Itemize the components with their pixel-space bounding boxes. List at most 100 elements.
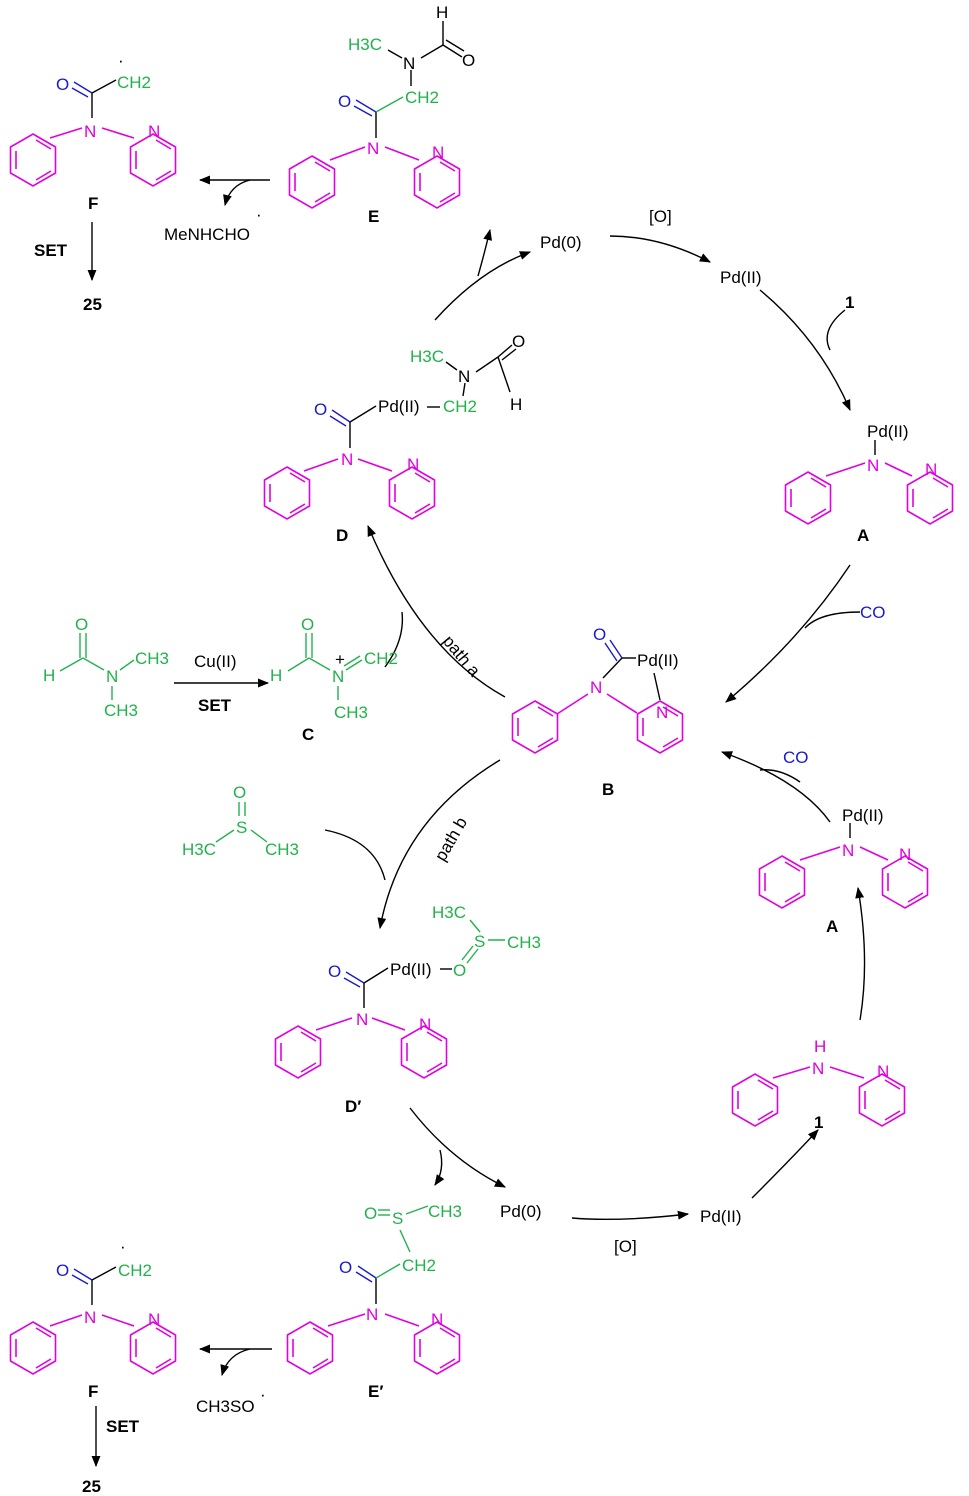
atom-CH3: CH3 [428,1202,462,1221]
atom-H: H [814,1037,826,1056]
atom-O: O [339,1258,352,1277]
atom-O: O [338,92,351,111]
atom-O: O [453,961,466,980]
structure-A-bottom: N N Pd(II) A [758,806,929,936]
atom-N: N [867,456,879,475]
atom-PdII: Pd(II) [842,806,884,825]
atom-H: H [43,666,55,685]
atom-N: N [403,54,415,73]
label-B: B [602,780,614,799]
atom-O: O [462,51,475,70]
label-E-prime: E′ [368,1382,383,1401]
atom-N: N [458,367,470,386]
radical-dot: · [260,1385,266,1404]
atom-O: O [593,625,606,644]
label-1-bottom: 1 [814,1113,823,1132]
structure-DMF: O H N CH3 CH3 [43,615,169,720]
atom-O: O [75,615,88,634]
label-25-bottom: 25 [82,1477,101,1496]
label-1: 1 [845,293,854,312]
atom-O: O [233,783,246,802]
atom-N: N [84,1308,96,1327]
atom-CH3: CH3 [334,703,368,722]
label-25: 25 [83,295,102,314]
reagent-menhcho: MeNHCHO [164,225,250,244]
atom-N: N [812,1059,824,1078]
atom-H3C: H3C [182,840,216,859]
label-F-bottom: F [88,1382,98,1401]
label-C: C [302,725,314,744]
label-SET-c: SET [198,696,232,715]
atom-CH2: CH2 [402,1256,436,1275]
label-SET-bottom: SET [106,1417,140,1436]
structure-D: N N O Pd(II) CH2 N H3C O H D [263,332,525,545]
atom-N: N [877,1062,889,1081]
reagent-ch3so: CH3SO [196,1397,255,1416]
label-D-prime: D′ [345,1097,361,1116]
radical-dot: · [118,51,124,70]
atom-O: O [364,1204,377,1223]
label-A-bottom: A [826,917,838,936]
atom-CH2: CH2 [117,73,151,92]
pd2-bottom: Pd(II) [700,1207,742,1226]
atom-N: N [356,1010,368,1029]
atom-H3C: H3C [432,903,466,922]
atom-N: N [84,122,96,141]
atom-CH2: CH2 [405,88,439,107]
atom-PdII: Pd(II) [378,397,420,416]
structure-F-bottom: N N O CH2 · F SET 25 [9,1237,177,1496]
reagent-co-bottom: CO [783,748,809,767]
pd2-top: Pd(II) [720,268,762,287]
structure-B: N N O Pd(II) B [511,625,684,799]
atom-N: N [432,143,444,162]
structure-1: N H N [731,1037,906,1127]
atom-N: N [341,450,353,469]
atom-CH3: CH3 [135,649,169,668]
atom-O: O [512,332,525,351]
atom-H: H [270,666,282,685]
atom-CH3: CH3 [265,840,299,859]
atom-CH3: CH3 [507,933,541,952]
atom-N: N [899,845,911,864]
atom-N: N [332,667,344,686]
atom-N: N [106,667,118,686]
label-D: D [336,526,348,545]
atom-N: N [431,1310,443,1329]
atom-CH3: CH3 [104,701,138,720]
label-F: F [88,194,98,213]
structure-DMSO: O S H3C CH3 [182,783,299,859]
label-path-b: path b [431,814,471,864]
label-SET: SET [34,241,68,260]
atom-N: N [407,455,419,474]
atom-PdII: Pd(II) [637,651,679,670]
structure-E: N N O CH2 N H3C O H E [288,3,475,226]
atom-N: N [842,841,854,860]
pd0-top: Pd(0) [540,233,582,252]
atom-S: S [474,932,485,951]
atom-H: H [436,3,448,22]
pd0-bottom: Pd(0) [500,1202,542,1221]
atom-N: N [656,703,668,722]
structure-A-top: N N Pd(II) A [784,422,954,545]
atom-PdII: Pd(II) [867,422,909,441]
radical-dot: · [120,1237,126,1256]
radical-dot: · [256,205,262,224]
atom-H3C: H3C [348,35,382,54]
atom-O: O [314,400,327,419]
oxidant-top: [O] [649,207,672,226]
label-E: E [368,207,379,226]
atom-N: N [367,139,379,158]
atom-N: N [590,678,602,697]
atom-O: O [56,75,69,94]
atom-CH2: CH2 [443,397,477,416]
label-A: A [857,526,869,545]
atom-N: N [148,122,160,141]
atom-CH2: CH2 [364,649,398,668]
atom-N: N [419,1015,431,1034]
charge-plus: + [335,650,345,669]
atom-H: H [510,395,522,414]
atom-O: O [301,615,314,634]
structure-C: O H N + CH2 CH3 C [270,615,398,744]
reagent-co-top: CO [860,603,886,622]
